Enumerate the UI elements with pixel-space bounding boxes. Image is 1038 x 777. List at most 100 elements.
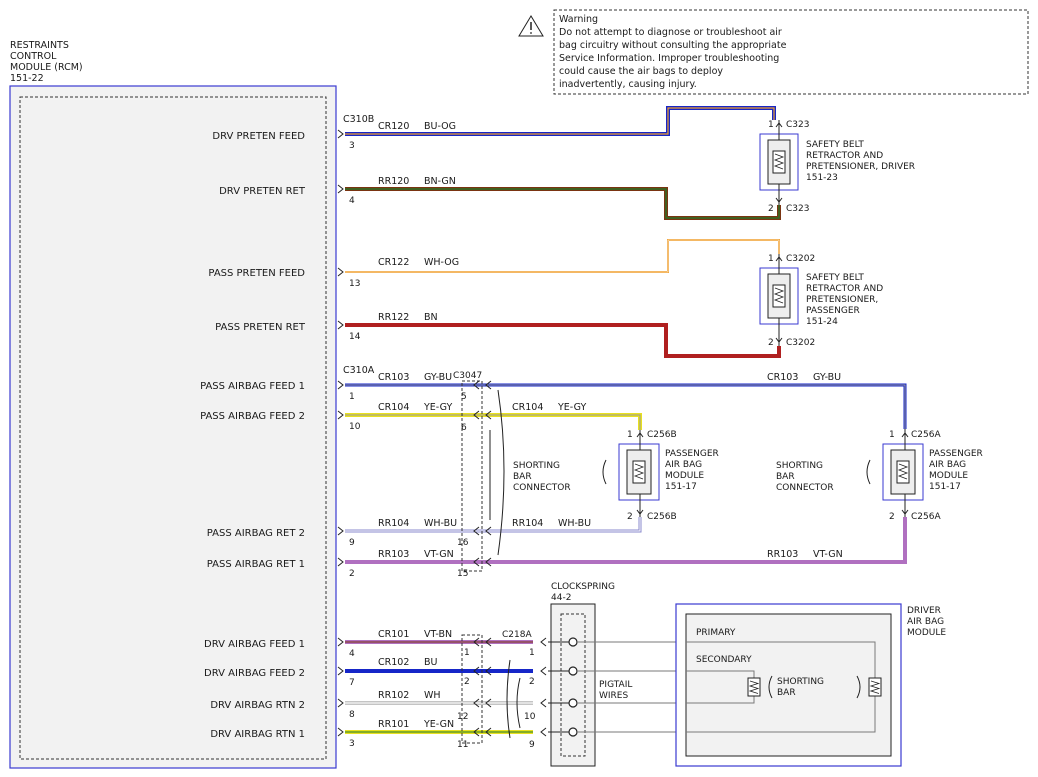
component-label: 151-24 — [806, 317, 838, 327]
pin-number: 12 — [457, 712, 468, 722]
pin-number: 6 — [461, 423, 467, 433]
pin-number: 1 — [529, 648, 535, 658]
pin-label: PASS AIRBAG RET 2 — [207, 528, 305, 539]
pin-label: DRV PRETEN FEED — [212, 131, 305, 142]
pin-number: 1 — [627, 430, 633, 440]
connector-label: C256A — [911, 512, 941, 522]
rcm-inner-box — [19, 96, 327, 760]
wire-color: WH-BU — [558, 518, 591, 529]
terminal-symbol — [337, 184, 344, 194]
pin-number: 14 — [349, 332, 361, 342]
wire-id: CR103 — [378, 372, 409, 383]
rcm-title: 151-22 — [10, 73, 44, 84]
wire-color: BU — [424, 657, 438, 668]
pin-number: 1 — [349, 392, 355, 402]
passenger-airbag-module-c256a: SHORTING BAR CONNECTOR 1 C256A 2 C256A P… — [776, 429, 983, 522]
wire-color: BN — [424, 312, 438, 323]
pin-number: 3 — [349, 739, 355, 749]
wire-id: CR101 — [378, 629, 409, 640]
warning-notice: Warning Do not attempt to diagnose or tr… — [518, 9, 1029, 95]
rcm-module: RESTRAINTS CONTROL MODULE (RCM) 151-22 C… — [9, 40, 375, 769]
wire-color: GY-BU — [813, 372, 841, 383]
wire-rr103 — [345, 517, 907, 564]
warning-line: Do not attempt to diagnose or troublesho… — [559, 27, 782, 38]
wire-cr120 — [345, 106, 776, 136]
component-label: MODULE — [929, 471, 968, 481]
rcm-title: RESTRAINTS — [10, 40, 69, 51]
pin-number: 10 — [524, 712, 536, 722]
pin-number: 16 — [457, 538, 469, 548]
pin-label: PASS AIRBAG RET 1 — [207, 559, 305, 570]
terminal-symbol — [337, 320, 344, 330]
warning-title: Warning — [559, 14, 598, 25]
connector-label: C310B — [343, 114, 374, 125]
component-label: SAFETY BELT — [806, 140, 864, 150]
pin-label: PASS PRETEN RET — [215, 322, 306, 333]
connector-label: C256B — [647, 512, 677, 522]
rcm-box — [9, 85, 337, 769]
shorting-bar-label: BAR — [776, 472, 795, 482]
terminal-symbol — [337, 526, 344, 536]
terminal-symbol — [337, 637, 344, 647]
component-label: MODULE — [907, 628, 946, 638]
wire-cr122 — [345, 239, 780, 273]
wire-color: GY-BU — [424, 372, 452, 383]
wire-id: RR104 — [512, 518, 543, 529]
shorting-bar-label: CONNECTOR — [513, 483, 571, 493]
pin-number: 8 — [349, 710, 355, 720]
warning-line: Service Information. Improper troublesho… — [559, 53, 779, 64]
pin-number: 2 — [627, 512, 633, 522]
pretensioner-passenger: 1 C3202 2 C3202 SAFETY BELT RETRACTOR AN… — [759, 254, 883, 348]
pin-label: DRV PRETEN RET — [219, 186, 306, 197]
wire-color: BN-GN — [424, 176, 456, 187]
component-label: SAFETY BELT — [806, 273, 864, 283]
component-label: PRETENSIONER, — [806, 295, 878, 305]
terminal-symbol — [337, 666, 344, 676]
wire-id: RR101 — [378, 719, 409, 730]
primary-label: PRIMARY — [696, 628, 736, 638]
component-label: AIR BAG — [907, 617, 944, 627]
component-label: PASSENGER — [665, 449, 719, 459]
connector-label: C323 — [786, 204, 809, 214]
wire-color: WH-OG — [424, 257, 459, 268]
wire-id: CR103 — [767, 372, 798, 383]
warning-line: bag circuitry without consulting the app… — [559, 40, 787, 51]
pin-number: 1 — [464, 648, 470, 658]
clockspring-label: 44-2 — [551, 593, 571, 603]
wire-color: YE-GN — [423, 719, 454, 730]
component-label: MODULE — [665, 471, 704, 481]
wire-color: YE-GY — [423, 402, 452, 413]
squib-icon — [632, 460, 646, 484]
terminal-symbol — [337, 410, 344, 420]
pin-number: 4 — [349, 649, 355, 659]
warning-line: inadvertently, causing injury. — [559, 79, 697, 90]
pin-number: 1 — [768, 120, 774, 130]
pin-label: DRV AIRBAG FEED 1 — [204, 639, 305, 650]
pin-number: 2 — [529, 677, 535, 687]
wire-color: VT-GN — [813, 549, 843, 560]
clockspring: CLOCKSPRING 44-2 PIGTAIL WIRES — [548, 582, 632, 767]
rcm-title: MODULE (RCM) — [10, 62, 83, 73]
component-label: 151-23 — [806, 173, 838, 183]
connector-label: C218A — [502, 630, 532, 640]
component-label: PASSENGER — [806, 306, 860, 316]
warning-box — [553, 9, 1029, 95]
pigtail-label: WIRES — [599, 691, 628, 701]
terminal-icon — [568, 637, 578, 647]
pin-number: 2 — [768, 338, 774, 348]
terminal-symbol — [337, 698, 344, 708]
component-label: DRIVER — [907, 606, 941, 616]
clockspring-box — [550, 603, 596, 767]
inline-connector-c218a: C218A 1 2 12 11 1 2 10 9 — [457, 630, 547, 750]
pin-number: 2 — [889, 512, 895, 522]
wire-id: RR104 — [378, 518, 409, 529]
pin-number: 2 — [464, 677, 470, 687]
driver-airbag-module: DRIVER AIR BAG MODULE PRIMARY SECONDARY … — [675, 603, 946, 767]
wire-id: RR102 — [378, 690, 409, 701]
pin-label: PASS AIRBAG FEED 1 — [200, 381, 305, 392]
pin-number: 10 — [349, 422, 361, 432]
pin-label: PASS PRETEN FEED — [208, 268, 305, 279]
pin-label: PASS AIRBAG FEED 2 — [200, 411, 305, 422]
clockspring-label: CLOCKSPRING — [551, 582, 615, 592]
